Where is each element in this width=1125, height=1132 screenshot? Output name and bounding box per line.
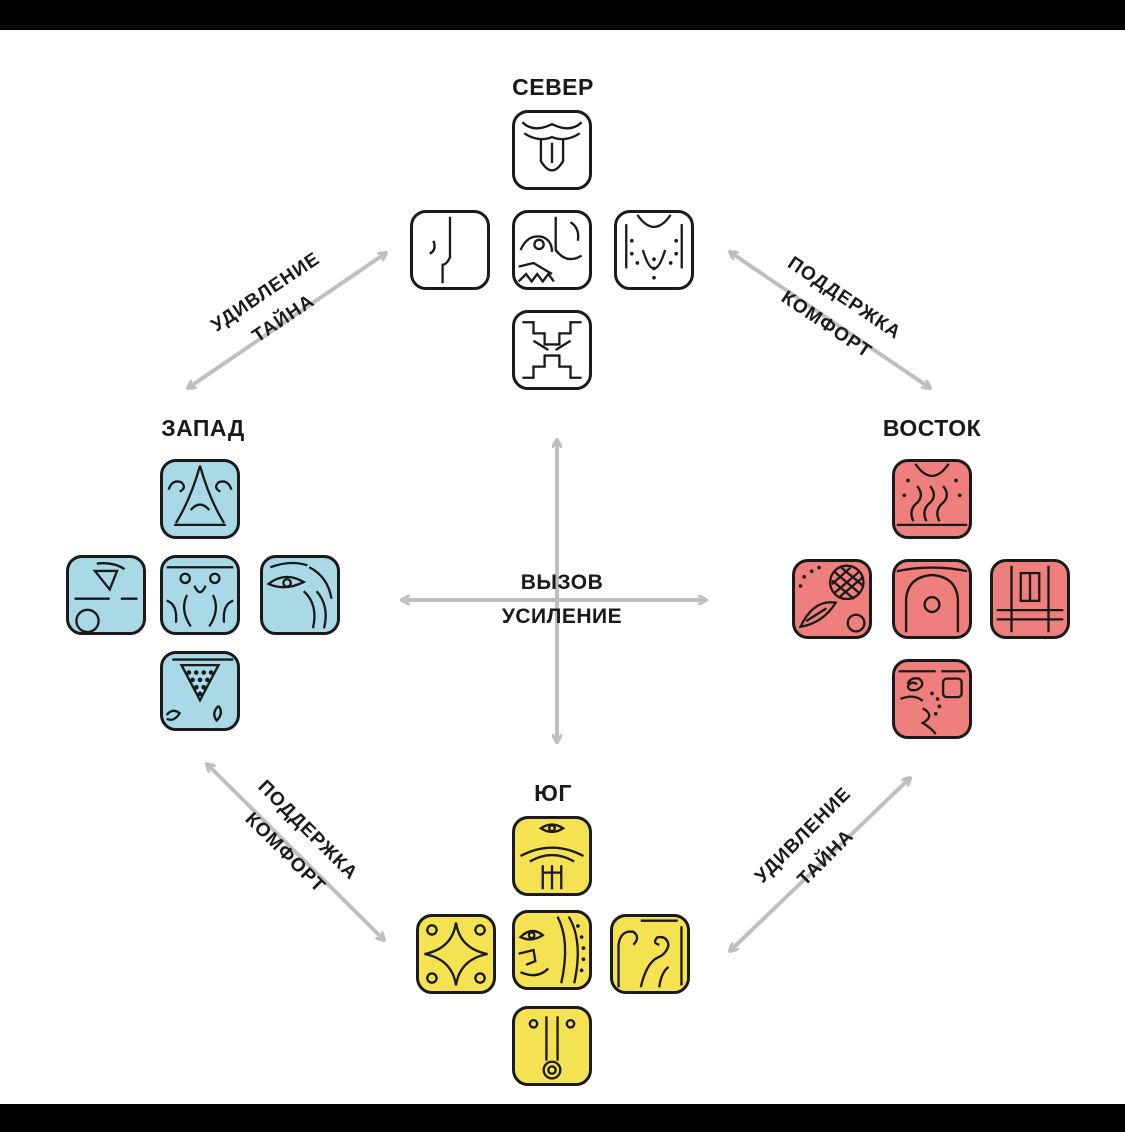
smoke-glyph-icon xyxy=(892,459,972,539)
long-nose-glyph-icon xyxy=(512,816,592,896)
arrow-north-west xyxy=(188,253,386,388)
label-west: ЗАПАД xyxy=(161,415,245,441)
top-black-bar xyxy=(0,0,1125,30)
dotted-face-glyph-icon xyxy=(614,210,694,290)
wide-face-glyph-icon xyxy=(160,555,240,635)
spiral-face-glyph-icon xyxy=(892,659,972,739)
grid-triangle-glyph-icon xyxy=(160,651,240,731)
label-east: ВОСТОК xyxy=(882,415,982,441)
center-line1: ВЫЗОВ xyxy=(520,571,604,594)
square-face-glyph-icon xyxy=(66,555,146,635)
center-label: ВЫЗОВ УСИЛЕНИЕ xyxy=(462,566,662,634)
arrow-north-east xyxy=(730,252,930,388)
cheek-glyph-icon xyxy=(410,210,490,290)
arrow-east-south xyxy=(730,778,910,951)
dog-glyph-icon xyxy=(512,210,592,290)
center-line2: УСИЛЕНИЕ xyxy=(501,605,623,628)
ring-glyph-icon xyxy=(512,1006,592,1086)
profile-face-glyph-icon xyxy=(512,910,592,990)
spiral-hand-glyph-icon xyxy=(610,914,690,994)
bottom-black-bar xyxy=(0,1104,1125,1132)
label-south: ЮГ xyxy=(534,780,572,806)
star-glyph-icon xyxy=(416,914,496,994)
eye-glyph-icon xyxy=(260,555,340,635)
label-north: СЕВЕР xyxy=(512,74,594,100)
eye-spiral-glyph-icon xyxy=(160,459,240,539)
arrow-west-south xyxy=(207,764,384,940)
pillars-glyph-icon xyxy=(990,559,1070,639)
tongue-glyph-icon xyxy=(512,110,592,190)
circle-glyph-icon xyxy=(892,559,972,639)
steps-glyph-icon xyxy=(512,310,592,390)
leaf-seed-glyph-icon xyxy=(792,559,872,639)
